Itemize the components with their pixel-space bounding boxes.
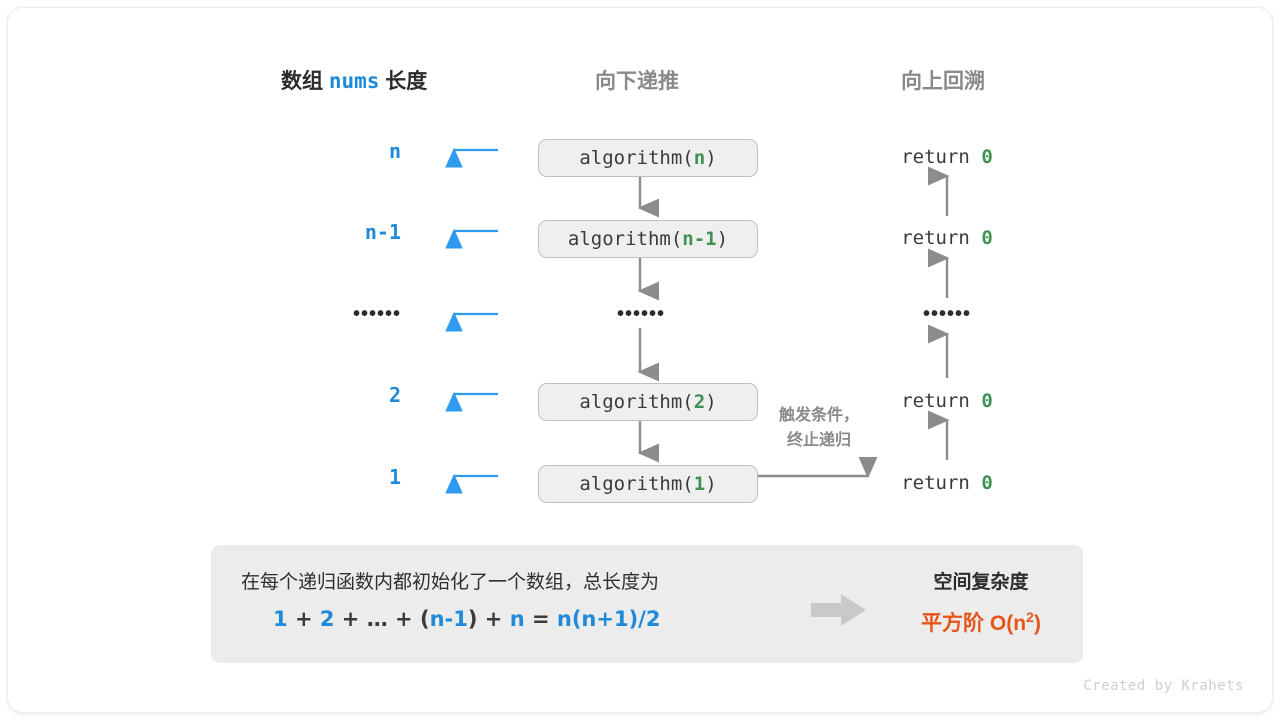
return-label-row-5: return 0 xyxy=(867,472,1027,494)
header-downward-recursion: 向下递推 xyxy=(595,70,679,93)
return-value: 0 xyxy=(981,472,993,494)
call-suffix: ) xyxy=(705,391,717,413)
call-suffix: ) xyxy=(705,147,717,169)
formula-part: ) xyxy=(467,607,478,631)
call-argument: n-1 xyxy=(682,228,717,250)
formula-part: ( xyxy=(419,607,430,631)
complexity-notation: O(n2) xyxy=(989,610,1041,635)
summary-description: 在每个递归函数内都初始化了一个数组，总长度为 xyxy=(241,572,660,593)
formula-part: + xyxy=(484,607,503,631)
return-keyword: return xyxy=(901,390,970,412)
formula-part: n-1 xyxy=(429,607,468,631)
diagram-canvas: 数组 nums 长度 向下递推 向上回溯 n algorithm(n) retu… xyxy=(8,8,1272,712)
return-keyword: return xyxy=(901,227,970,249)
return-ellipsis-row-3: •••••• xyxy=(922,303,971,325)
formula-part: n xyxy=(509,607,525,631)
length-label-row-5: 1 xyxy=(388,465,401,489)
call-box-row-4: algorithm(2) xyxy=(538,383,758,421)
header-left-suffix: 长度 xyxy=(385,70,428,93)
complexity-notation-close: ) xyxy=(1033,612,1041,635)
header-left-prefix: 数组 xyxy=(281,70,323,93)
base-case-note-line1: 触发条件， xyxy=(778,407,859,424)
call-prefix: algorithm( xyxy=(579,473,694,495)
call-argument: 2 xyxy=(693,391,706,413)
call-prefix: algorithm( xyxy=(579,147,694,169)
return-value: 0 xyxy=(981,390,993,412)
call-box-row-2: algorithm(n-1) xyxy=(538,220,758,258)
summary-panel: 在每个递归函数内都初始化了一个数组，总长度为 1 + 2 + … + (n-1)… xyxy=(211,545,1083,663)
return-label-row-1: return 0 xyxy=(867,146,1027,168)
return-label-row-4: return 0 xyxy=(867,390,1027,412)
formula-part: 1 xyxy=(273,607,288,631)
formula-part: + xyxy=(341,607,360,631)
call-suffix: ) xyxy=(716,228,729,250)
header-array-length: 数组 nums 长度 xyxy=(281,65,427,95)
header-upward-backtrack: 向上回溯 xyxy=(901,70,985,93)
return-value: 0 xyxy=(981,146,993,168)
return-value: 0 xyxy=(981,227,993,249)
call-box-row-5: algorithm(1) xyxy=(538,465,758,503)
formula-part: = xyxy=(531,607,550,631)
call-argument: n xyxy=(693,147,706,169)
return-keyword: return xyxy=(901,146,970,168)
space-complexity-value: 平方阶 O(n2) xyxy=(891,607,1071,637)
length-label-row-4: 2 xyxy=(388,383,401,407)
summary-formula: 1 + 2 + … + (n-1) + n = n(n+1)/2 xyxy=(273,607,660,631)
formula-part: + xyxy=(395,607,413,631)
call-argument: 1 xyxy=(693,473,706,495)
call-box-row-1: algorithm(n) xyxy=(538,139,758,177)
complexity-label: 平方阶 xyxy=(921,612,985,635)
call-prefix: algorithm( xyxy=(579,391,694,413)
call-prefix: algorithm( xyxy=(567,228,683,250)
complexity-notation-exponent: 2 xyxy=(1026,610,1034,626)
formula-part: + xyxy=(294,607,313,631)
base-case-note: 触发条件， 终止递归 xyxy=(764,404,874,454)
length-label-row-2: n-1 xyxy=(364,220,401,244)
blue-recursion-arrows xyxy=(445,147,498,494)
length-label-row-1: n xyxy=(388,139,401,163)
return-label-row-2: return 0 xyxy=(867,227,1027,249)
formula-part: 2 xyxy=(319,607,335,631)
complexity-notation-base: O(n xyxy=(989,612,1027,635)
call-suffix: ) xyxy=(705,473,717,495)
header-left-code: nums xyxy=(328,69,380,93)
formula-part: n(n+1)/2 xyxy=(556,607,661,631)
return-keyword: return xyxy=(901,472,970,494)
credit-text: Created by Krahets xyxy=(1083,678,1244,694)
call-ellipsis-row-3: •••••• xyxy=(616,303,665,325)
base-case-note-line2: 终止递归 xyxy=(786,431,851,449)
result-block-arrow-icon xyxy=(811,594,866,626)
length-label-row-3-ellipsis: •••••• xyxy=(352,303,401,325)
space-complexity-title: 空间复杂度 xyxy=(933,572,1029,593)
formula-part: … xyxy=(366,607,388,631)
